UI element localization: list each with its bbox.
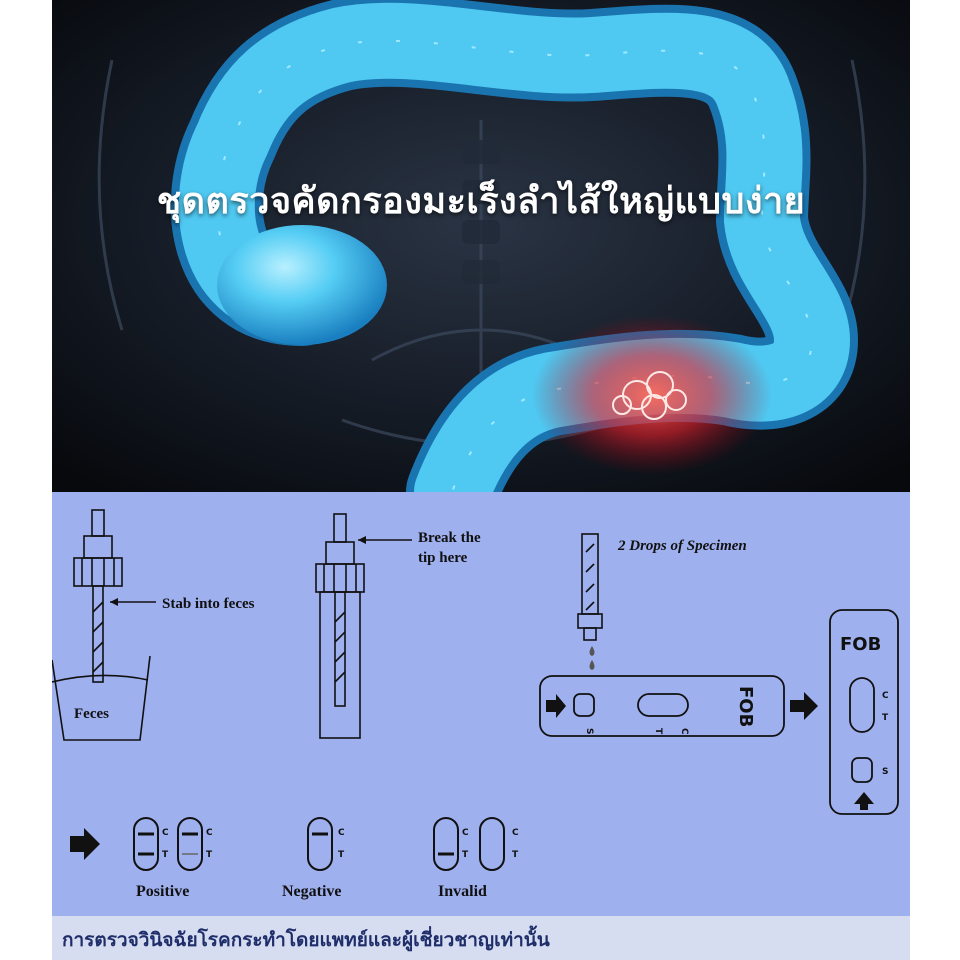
- control-mark: C: [162, 828, 169, 838]
- test-mark: T: [882, 713, 889, 723]
- control-mark: C: [512, 828, 519, 838]
- arrow-right-icon: [790, 692, 818, 720]
- test-mark: T: [338, 850, 345, 860]
- result-window: [849, 677, 875, 733]
- result-window: [637, 693, 689, 717]
- test-mark: T: [653, 728, 663, 735]
- colon-illustration: ชุดตรวจคัดกรองมะเร็งลำไส้ใหญ่แบบง่าย: [52, 0, 910, 492]
- sample-well: [573, 693, 595, 717]
- test-mark: T: [512, 850, 519, 860]
- specimen-drop-icon: [589, 646, 595, 670]
- feces-label: Feces: [74, 706, 109, 722]
- collection-tube-icon: [315, 513, 365, 739]
- control-mark: C: [679, 728, 689, 735]
- sampling-stick-icon: [73, 509, 123, 683]
- control-mark: C: [206, 828, 213, 838]
- test-cassette-horizontal: S C T FOB: [539, 675, 785, 737]
- colon-graphic: [52, 0, 910, 492]
- test-mark: T: [206, 850, 213, 860]
- test-mark: T: [462, 850, 469, 860]
- sample-well: [851, 757, 873, 783]
- feces-cup-icon: [52, 655, 151, 741]
- cassette-brand: FOB: [735, 686, 756, 727]
- disclaimer-text: การตรวจวินิจฉัยโรคกระทำโดยแพทย์และผู้เชี…: [62, 929, 550, 951]
- drops-label: 2 Drops of Specimen: [617, 538, 747, 554]
- test-cassette-vertical: FOB C T S: [829, 609, 899, 815]
- test-instructions-panel: Stab into feces Feces Break the tip here: [52, 492, 910, 916]
- test-mark: T: [162, 850, 169, 860]
- disclaimer-bar: การตรวจวินิจฉัยโรคกระทำโดยแพทย์และผู้เชี…: [52, 916, 910, 960]
- break-tip-label-line2: tip here: [418, 550, 468, 566]
- sample-mark: S: [882, 767, 888, 777]
- arrow-right-icon: [70, 828, 100, 860]
- hero-title: ชุดตรวจคัดกรองมะเร็งลำไส้ใหญ่แบบง่าย: [156, 181, 806, 222]
- control-mark: C: [882, 691, 889, 701]
- sample-mark: S: [584, 728, 594, 734]
- cassette-brand: FOB: [840, 634, 881, 655]
- dropper-tube-icon: [577, 533, 603, 641]
- negative-label: Negative: [282, 883, 342, 900]
- arrow-right-icon: [546, 694, 566, 718]
- positive-label: Positive: [136, 883, 189, 900]
- result-negative: C T Negative: [282, 817, 345, 900]
- instruction-diagram: Stab into feces Feces Break the tip here: [52, 509, 899, 900]
- control-mark: C: [338, 828, 345, 838]
- tumor-icon: [612, 371, 687, 420]
- stab-label: Stab into feces: [162, 596, 255, 612]
- break-tip-label-line1: Break the: [418, 530, 481, 546]
- result-invalid: C T C T Invalid: [433, 817, 519, 900]
- invalid-label: Invalid: [438, 883, 487, 900]
- arrow-up-icon: [854, 792, 874, 810]
- result-positive: C T C T Positive: [133, 817, 213, 900]
- control-mark: C: [462, 828, 469, 838]
